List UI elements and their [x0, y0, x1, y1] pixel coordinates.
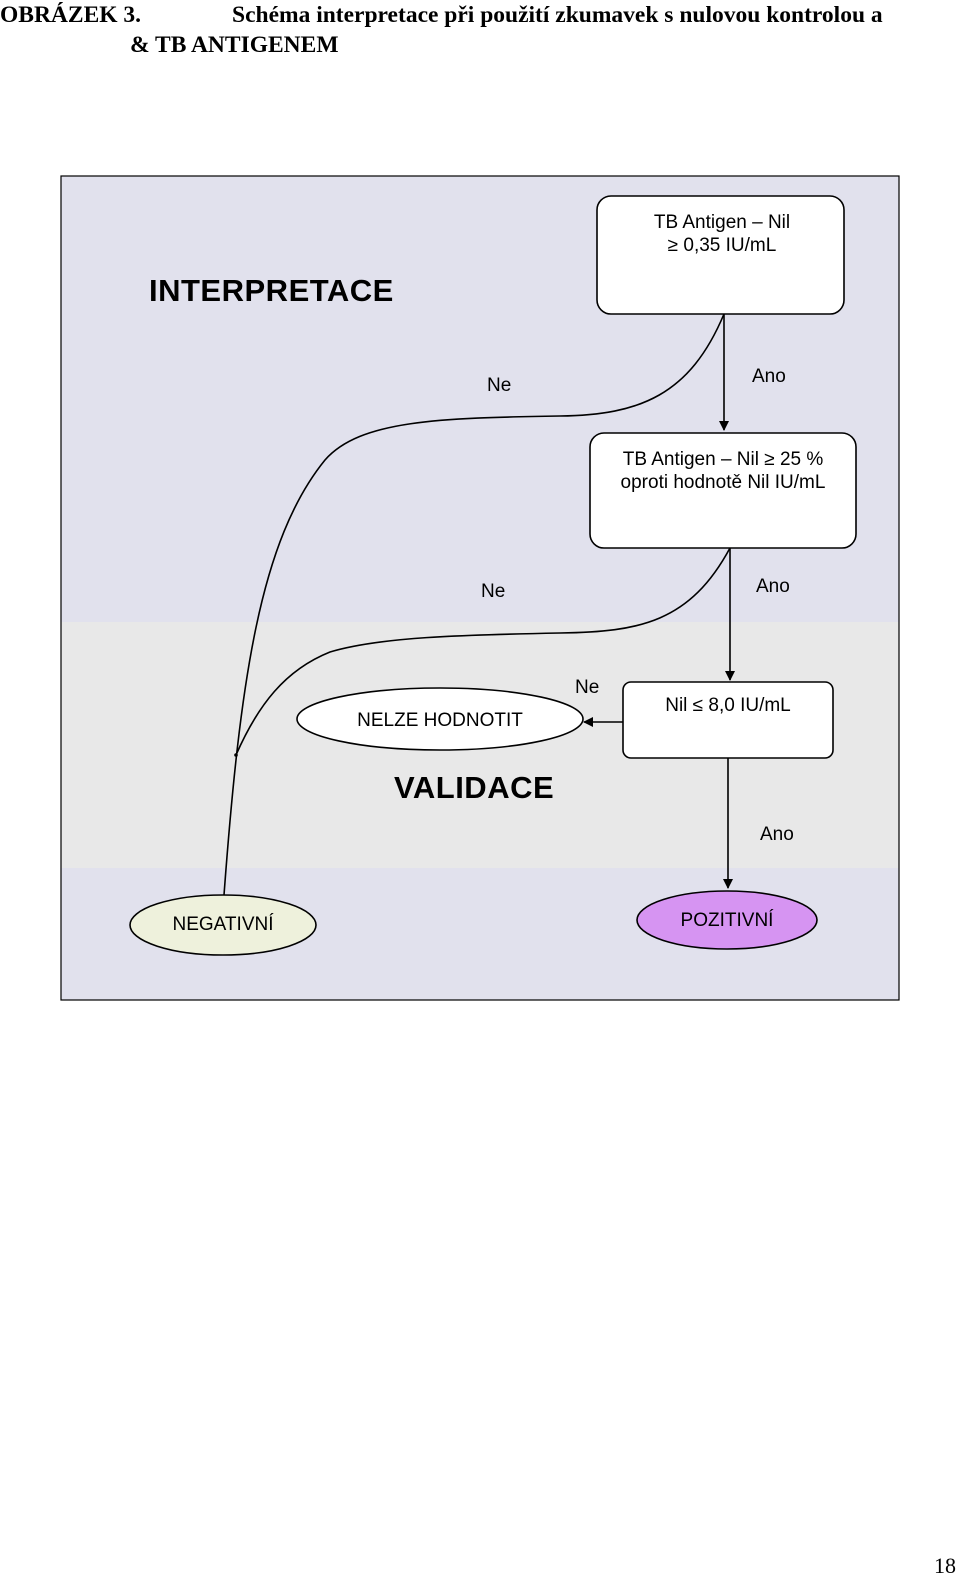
diagram-frame — [60, 175, 900, 1001]
result-positive: POZITIVNÍ — [636, 890, 818, 950]
svg-text:POZITIVNÍ: POZITIVNÍ — [681, 910, 775, 931]
label-yes-2: Ano — [756, 576, 790, 597]
svg-text:oproti hodnotě Nil IU/mL: oproti hodnotě Nil IU/mL — [621, 472, 826, 493]
label-no-1: Ne — [487, 375, 511, 396]
figure-title-line-1: Schéma interpretace při použití zkumavek… — [232, 2, 883, 28]
interpretation-heading: INTERPRETACE — [149, 273, 394, 308]
decision-box-nil: Nil ≤ 8,0 IU/mL — [622, 681, 834, 759]
label-yes-3: Ano — [760, 824, 794, 845]
curve-no-2 — [235, 547, 731, 756]
junction-dot — [234, 753, 238, 757]
svg-text:TB Antigen – Nil ≥ 25 %: TB Antigen – Nil ≥ 25 % — [623, 449, 824, 470]
page-number: 18 — [934, 1553, 956, 1578]
curve-no-1 — [223, 313, 725, 896]
label-yes-1: Ano — [752, 366, 786, 387]
decision-box-tb-antigen-percent: TB Antigen – Nil ≥ 25 % oproti hodnotě N… — [589, 432, 857, 549]
svg-text:NELZE HODNOTIT: NELZE HODNOTIT — [357, 710, 523, 731]
figure-title-line-2: & TB ANTIGENEM — [130, 32, 339, 58]
svg-text:≥ 0,35 IU/mL: ≥ 0,35 IU/mL — [668, 235, 777, 256]
svg-text:NEGATIVNÍ: NEGATIVNÍ — [173, 914, 275, 935]
label-no-3: Ne — [575, 677, 599, 698]
result-negative: NEGATIVNÍ — [129, 894, 317, 956]
svg-text:TB Antigen – Nil: TB Antigen – Nil — [654, 212, 790, 233]
decision-box-tb-antigen-minus-nil: TB Antigen – Nil ≥ 0,35 IU/mL — [596, 195, 845, 315]
result-indeterminate: NELZE HODNOTIT — [296, 687, 584, 751]
label-no-2: Ne — [481, 581, 505, 602]
validation-heading: VALIDACE — [394, 770, 554, 805]
svg-text:Nil ≤ 8,0 IU/mL: Nil ≤ 8,0 IU/mL — [665, 695, 791, 716]
figure-number: OBRÁZEK 3. — [0, 2, 142, 28]
